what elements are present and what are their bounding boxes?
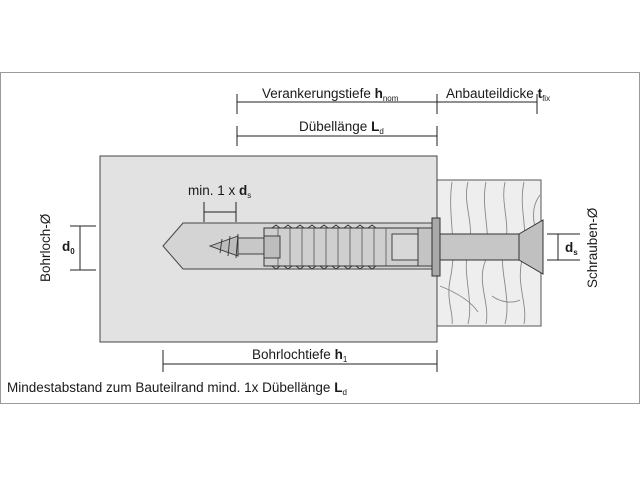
- dim-hole-depth: [162, 350, 438, 372]
- screw-tip: [208, 233, 269, 259]
- label-screw: Schrauben-Ø: [585, 207, 600, 288]
- dim-screw-diameter: [547, 233, 580, 261]
- label-drill-symbol: d0: [62, 239, 75, 256]
- label-plug-length: Dübellänge Ld: [299, 119, 384, 136]
- screw-shank: [431, 217, 544, 277]
- footer-note: Mindestabstand zum Bauteilrand mind. 1x …: [7, 380, 347, 397]
- label-drill-hole: Bohrloch-Ø: [38, 213, 53, 282]
- label-min-distance: min. 1 x ds: [188, 183, 251, 200]
- dim-drill-diameter: [70, 225, 96, 271]
- dim-anchor-depth: [236, 94, 438, 114]
- dim-fixture-thickness: [437, 94, 538, 114]
- label-fixture-thickness: Anbauteildicke tfix: [446, 86, 550, 103]
- label-anchor-depth: Verankerungstiefe hnom: [262, 86, 399, 103]
- dim-plug-length: [236, 126, 438, 146]
- plug-body: [263, 224, 435, 270]
- label-hole-depth: Bohrlochtiefe h1: [252, 347, 348, 364]
- label-screw-symbol: ds: [565, 240, 578, 257]
- dim-min-distance: [203, 202, 237, 222]
